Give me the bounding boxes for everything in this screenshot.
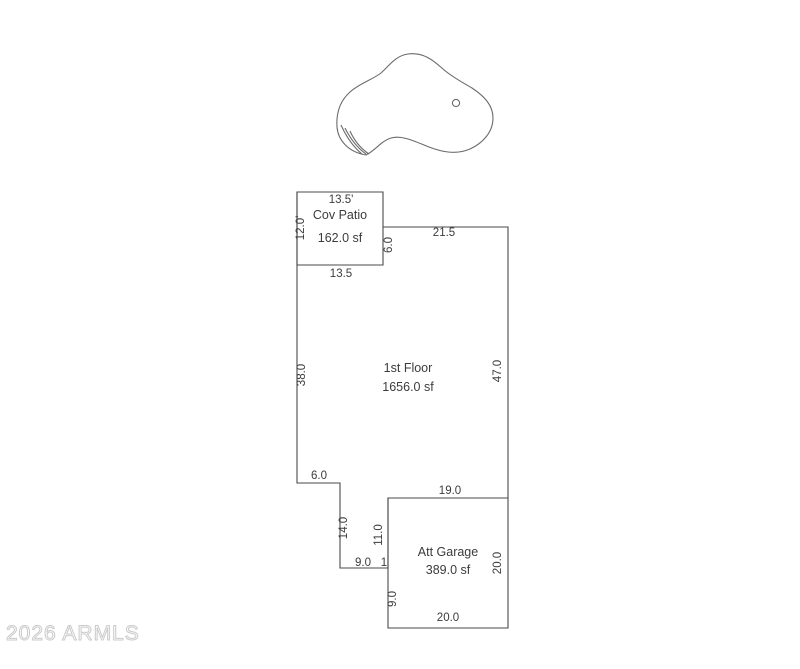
dim-garage-right: 20.0 [492,552,504,574]
room-labels: Cov Patio 162.0 sf 1st Floor 1656.0 sf A… [313,208,478,577]
pool-step-arc-1 [340,124,363,155]
room-area-cov-patio: 162.0 sf [318,231,363,245]
pool-step-arc-3 [349,130,370,155]
dim-garage-top: 19.0 [439,485,461,497]
dim-patio-right-offset: 6.0 [383,237,395,253]
dim-main-step-top: 6.0 [311,470,327,482]
room-area-att-garage: 389.0 sf [426,563,471,577]
dim-main-right: 47.0 [492,360,504,382]
dim-patio-bottom: 13.5 [330,268,352,280]
pool-outline [336,53,494,156]
dim-main-left: 38.0 [296,364,308,386]
dim-main-top: 21.5 [433,227,455,239]
pool-drain-circle [451,98,461,108]
dim-patio-top: 13.5' [329,194,354,206]
dim-main-step-left: 14.0 [338,517,350,539]
room-label-cov-patio: Cov Patio [313,208,367,222]
dim-garage-left-lower: 9.0 [387,591,399,607]
att-garage-outline [387,497,509,629]
dim-patio-left: 12.0' [295,216,307,241]
dim-garage-bottom: 20.0 [437,612,459,624]
dim-garage-left-upper: 11.0 [373,524,385,546]
room-label-first-floor: 1st Floor [384,361,433,375]
dim-garage-notch: 1 [381,557,387,569]
watermark: 2026 ARMLS [6,622,140,646]
dim-main-step-bottom: 9.0 [355,557,371,569]
pool-step-arc-2 [344,127,367,155]
room-label-att-garage: Att Garage [418,545,478,559]
dimension-labels: 13.5' 12.0' 13.5 6.0 21.5 38.0 47.0 6.0 … [295,194,504,624]
room-area-first-floor: 1656.0 sf [382,380,434,394]
pool-group [336,53,494,156]
